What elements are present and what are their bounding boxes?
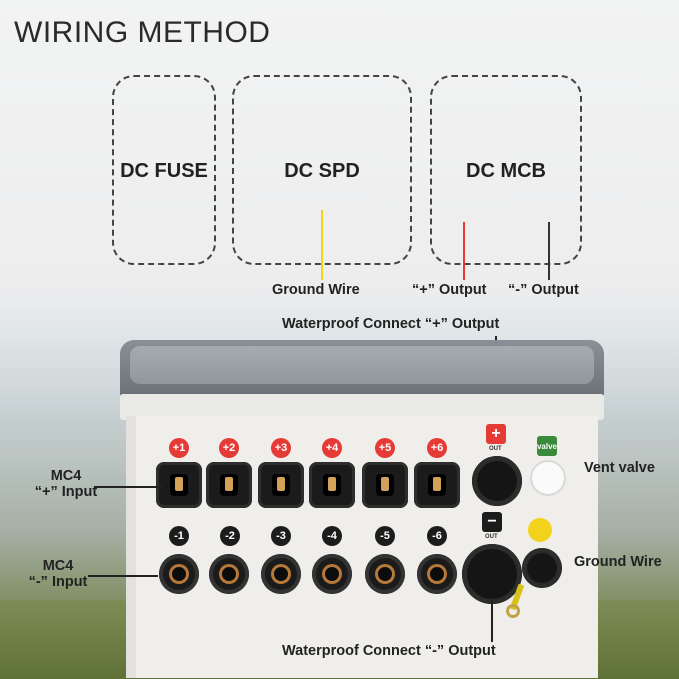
mc4-minus-line (88, 575, 158, 577)
dc-spd-label: DC SPD (284, 160, 360, 182)
ground-wire-top-label: Ground Wire (272, 282, 360, 298)
badge-plus-2: +2 (219, 438, 239, 458)
ground-symbol-icon (528, 518, 552, 542)
waterproof-plus-label: Waterproof Connect “+” Output (282, 316, 500, 332)
mc4-plus-connector-6[interactable] (414, 462, 460, 508)
dc-mcb-label: DC MCB (466, 160, 546, 182)
dc-fuse-box (112, 75, 216, 265)
ground-ring-terminal (506, 604, 520, 618)
enclosure-body (126, 416, 598, 678)
badge-plus-6: +6 (427, 438, 447, 458)
page-title: WIRING METHOD (14, 16, 271, 49)
mc4-minus-connector-2[interactable] (209, 554, 249, 594)
mc4-minus-connector-1[interactable] (159, 554, 199, 594)
mc4-minus-connector-6[interactable] (417, 554, 457, 594)
badge-minus-3: -3 (271, 526, 291, 546)
badge-plus-4: +4 (322, 438, 342, 458)
minus-output-label: “-” Output (508, 282, 579, 298)
mc4-minus-label: MC4 “-” Input (8, 558, 108, 590)
mc4-plus-line (94, 486, 162, 488)
enclosure-window (130, 346, 594, 384)
mc4-minus-label-line2: “-” Input (28, 574, 88, 590)
waterproof-minus-gland[interactable] (462, 544, 522, 604)
ground-wire-right-label: Ground Wire (574, 554, 662, 570)
badge-plus-1: +1 (169, 438, 189, 458)
mc4-minus-connector-4[interactable] (312, 554, 352, 594)
out-plus-text: OUT (489, 446, 502, 452)
ground-gland[interactable] (522, 548, 562, 588)
mc4-plus-label: MC4 “+” Input (16, 468, 116, 500)
mc4-plus-connector-2[interactable] (206, 462, 252, 508)
vent-valve[interactable] (530, 460, 566, 496)
mc4-minus-connector-3[interactable] (261, 554, 301, 594)
out-minus-marker: − (482, 512, 502, 532)
valve-marker: valve (537, 436, 557, 456)
minus-output-line (548, 222, 550, 280)
badge-minus-4: -4 (322, 526, 342, 546)
badge-plus-5: +5 (375, 438, 395, 458)
badge-minus-6: -6 (427, 526, 447, 546)
waterproof-plus-gland[interactable] (472, 456, 522, 506)
badge-minus-1: -1 (169, 526, 189, 546)
vent-valve-label: Vent valve (584, 460, 655, 476)
enclosure-side (126, 416, 136, 678)
enclosure-rim (120, 394, 604, 420)
badge-minus-2: -2 (220, 526, 240, 546)
mc4-plus-connector-4[interactable] (309, 462, 355, 508)
plus-output-label: “+” Output (412, 282, 487, 298)
dc-fuse-label: DC FUSE (120, 160, 208, 182)
mc4-plus-label-line1: MC4 (50, 468, 82, 484)
badge-minus-5: -5 (375, 526, 395, 546)
dc-mcb-box (430, 75, 582, 265)
mc4-plus-connector-1[interactable] (156, 462, 202, 508)
waterproof-minus-line (491, 598, 493, 642)
mc4-plus-connector-5[interactable] (362, 462, 408, 508)
ground-wire-line (321, 210, 323, 280)
mc4-plus-label-line2: “+” Input (34, 484, 98, 500)
waterproof-minus-label: Waterproof Connect “-” Output (282, 643, 496, 659)
out-minus-text: OUT (485, 534, 498, 540)
badge-plus-3: +3 (271, 438, 291, 458)
mc4-minus-connector-5[interactable] (365, 554, 405, 594)
plus-output-line (463, 222, 465, 280)
out-plus-marker: + (486, 424, 506, 444)
mc4-plus-connector-3[interactable] (258, 462, 304, 508)
valve-marker-text: valve (536, 441, 558, 451)
mc4-minus-label-line1: MC4 (42, 558, 74, 574)
